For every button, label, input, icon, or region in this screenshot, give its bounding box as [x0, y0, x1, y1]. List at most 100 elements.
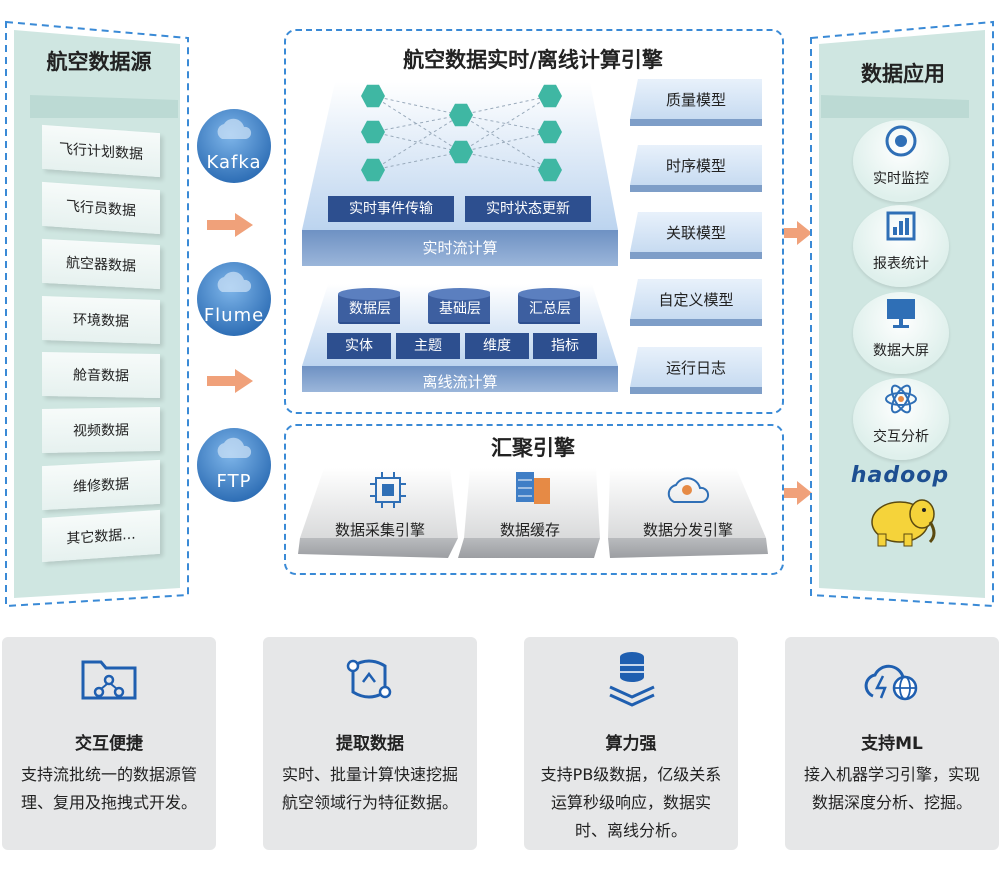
model-base: [630, 319, 762, 326]
arrow-right-icon: [784, 221, 812, 245]
aggregation-item[interactable]: 数据缓存: [499, 521, 560, 539]
source-item[interactable]: 维修数据: [42, 459, 160, 511]
offline-layer[interactable]: 数据层: [349, 301, 391, 317]
offline-chip[interactable]: 维度: [465, 333, 529, 359]
engine-title: 航空数据实时/离线计算引擎: [403, 48, 663, 72]
aggregation-item[interactable]: 数据分发引擎: [642, 521, 733, 539]
realtime-chip[interactable]: 实时事件传输: [328, 196, 454, 222]
node-hex: [538, 120, 562, 144]
app-item-label: 报表统计: [873, 256, 929, 272]
card-title: 提取数据: [336, 734, 404, 754]
node-hex: [538, 84, 562, 108]
node-hex: [449, 140, 473, 164]
realtime-chip[interactable]: 实时状态更新: [465, 196, 591, 222]
feature-card: 提取数据 实时、批量计算快速挖掘航空领域行为特征数据。: [263, 637, 477, 850]
node-hex: [449, 103, 473, 127]
card-desc: 支持PB级数据，亿级关系运算秒级响应，数据实时、离线分析。: [540, 765, 722, 840]
cloud-globe-icon: [864, 664, 918, 701]
aggregation-title: 汇聚引擎: [491, 436, 575, 460]
database-icon: [428, 288, 490, 324]
offline-layer[interactable]: 汇总层: [529, 301, 571, 317]
flume-node[interactable]: Flume: [197, 262, 271, 336]
arrow-right-icon: [207, 369, 253, 393]
offline-layer[interactable]: 基础层: [439, 301, 481, 317]
node-hex: [361, 84, 385, 108]
offline-chip[interactable]: 实体: [327, 333, 391, 359]
app-item[interactable]: 数据大屏: [853, 292, 949, 374]
card-desc: 接入机器学习引擎，实现数据深度分析、挖掘。: [803, 765, 980, 812]
source-item[interactable]: 飞行计划数据: [42, 124, 160, 178]
source-item-label: 环境数据: [73, 312, 129, 330]
card-title: 算力强: [605, 734, 657, 754]
offline-chip[interactable]: 主题: [396, 333, 460, 359]
node-hex: [538, 158, 562, 182]
offline-chip[interactable]: 指标: [533, 333, 597, 359]
source-item-label: 视频数据: [73, 422, 129, 440]
feature-card: 支持ML 接入机器学习引擎，实现数据深度分析、挖掘。: [785, 637, 999, 850]
arrow-right-icon: [784, 481, 812, 505]
model-item[interactable]: 运行日志: [630, 347, 762, 387]
node-hex: [361, 158, 385, 182]
chip-icon: [370, 472, 406, 508]
left-panel-title: 航空数据源: [46, 50, 152, 74]
card-title: 交互便捷: [75, 734, 143, 754]
database-icon: [518, 288, 580, 324]
source-item-label: 飞行员数据: [66, 198, 136, 220]
model-base: [630, 119, 762, 126]
cloud-icon: [217, 437, 252, 458]
model-item[interactable]: 时序模型: [630, 145, 762, 185]
cloud-icon: [217, 118, 252, 139]
feature-card: 交互便捷 支持流批统一的数据源管理、复用及拖拽式开发。: [2, 637, 216, 850]
app-item[interactable]: 交互分析: [853, 378, 949, 460]
server-stack-icon: [516, 472, 550, 504]
model-item[interactable]: 自定义模型: [630, 279, 762, 319]
source-item[interactable]: 其它数据...: [42, 509, 160, 563]
kafka-node[interactable]: Kafka: [197, 109, 271, 183]
model-base: [630, 185, 762, 192]
app-item[interactable]: 实时监控: [853, 120, 949, 202]
feature-card: 算力强 支持PB级数据，亿级关系运算秒级响应，数据实时、离线分析。: [524, 637, 738, 850]
app-item-label: 数据大屏: [873, 343, 929, 359]
aggregation-item[interactable]: 数据采集引擎: [334, 521, 425, 539]
kafka-label: Kafka: [206, 152, 262, 173]
database-icon: [338, 288, 400, 324]
ftp-node[interactable]: FTP: [197, 428, 271, 502]
node-hex: [361, 120, 385, 144]
hadoop-elephant-icon: [871, 499, 936, 547]
source-item-label: 其它数据...: [66, 526, 136, 548]
app-item[interactable]: 报表统计: [853, 205, 949, 287]
card-desc: 支持流批统一的数据源管理、复用及拖拽式开发。: [20, 765, 197, 812]
model-base: [630, 252, 762, 259]
source-item[interactable]: 视频数据: [42, 406, 160, 454]
report-icon: [886, 211, 916, 241]
arrow-right-icon: [207, 213, 253, 237]
source-item[interactable]: 航空器数据: [42, 238, 160, 290]
aggregation-platforms: [298, 468, 768, 558]
cloud-distribute-icon: [667, 477, 710, 503]
ftp-label: FTP: [216, 471, 252, 492]
big-screen-icon: [887, 299, 915, 328]
hadoop-logo-text: hadoop: [850, 463, 950, 488]
source-item[interactable]: 环境数据: [42, 295, 160, 345]
atom-icon: [885, 384, 917, 414]
engine-box: [284, 29, 784, 414]
extract-icon: [346, 659, 392, 699]
source-item[interactable]: 飞行员数据: [42, 181, 160, 235]
model-item[interactable]: 关联模型: [630, 212, 762, 252]
realtime-label: 实时流计算: [422, 239, 498, 257]
right-panel-title: 数据应用: [861, 62, 945, 86]
source-item-label: 航空器数据: [66, 255, 136, 275]
source-item-label: 维修数据: [73, 476, 129, 496]
source-item-label: 舱音数据: [73, 367, 129, 385]
flume-label: Flume: [203, 305, 265, 326]
card-title: 支持ML: [861, 734, 923, 754]
model-item[interactable]: 质量模型: [630, 79, 762, 119]
database-stack-icon: [609, 652, 655, 707]
offline-label: 离线流计算: [422, 373, 498, 391]
cloud-icon: [217, 271, 252, 292]
monitor-gauge-icon: [885, 125, 917, 157]
model-base: [630, 387, 762, 394]
app-item-label: 实时监控: [873, 171, 929, 187]
source-item[interactable]: 舱音数据: [42, 351, 160, 399]
card-desc: 实时、批量计算快速挖掘航空领域行为特征数据。: [281, 765, 458, 812]
